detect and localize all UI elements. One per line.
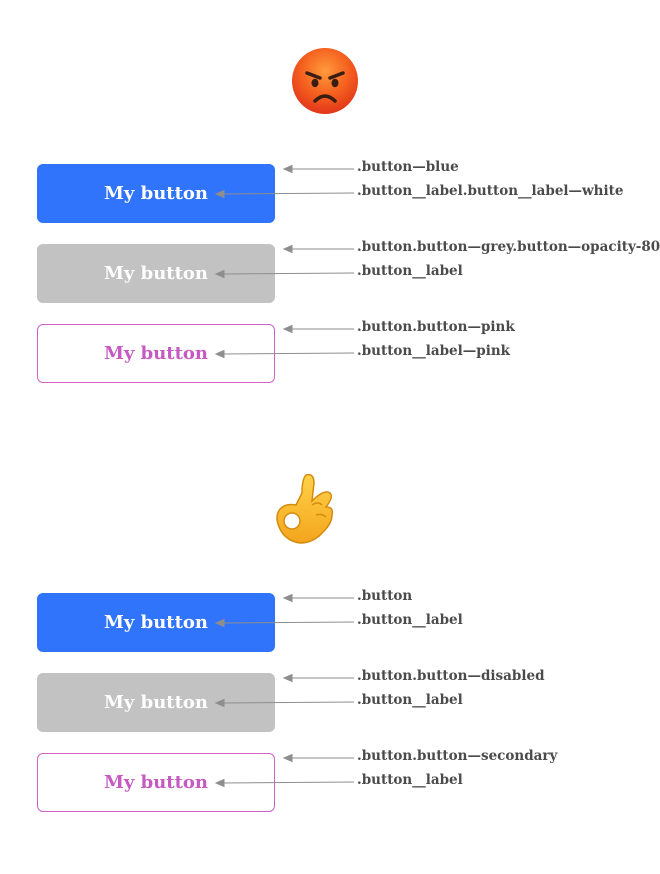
annotation-label-class: .button__label [357,612,463,628]
annotation-button-class: .button [357,588,413,604]
button-label: My button [103,612,209,633]
annotation-label-class: .button__label [357,263,463,279]
annotation-button-class: .button.button—secondary [357,748,558,764]
annotation-label-class: .button__label [357,772,463,788]
annotation-label-class: .button__label [357,692,463,708]
button-label: My button [103,263,209,284]
button-label: My button [103,343,209,364]
annotation-label-class: .button__label.button__label—white [357,183,624,199]
annotation-button-class: .button.button—pink [357,319,515,335]
annotation-button-class: .button.button—grey.button—opacity-80 [357,239,660,255]
button-label: My button [103,772,209,793]
annotation-button-class: .button—blue [357,159,459,175]
angry-face-icon [292,48,358,114]
button-label: My button [103,183,209,204]
ok-hand-icon [276,473,334,544]
button-label: My button [103,692,209,713]
button-grey-bad[interactable]: My button [37,244,275,303]
annotation-button-class: .button.button—disabled [357,668,545,684]
annotation-label-class: .button__label—pink [357,343,511,359]
